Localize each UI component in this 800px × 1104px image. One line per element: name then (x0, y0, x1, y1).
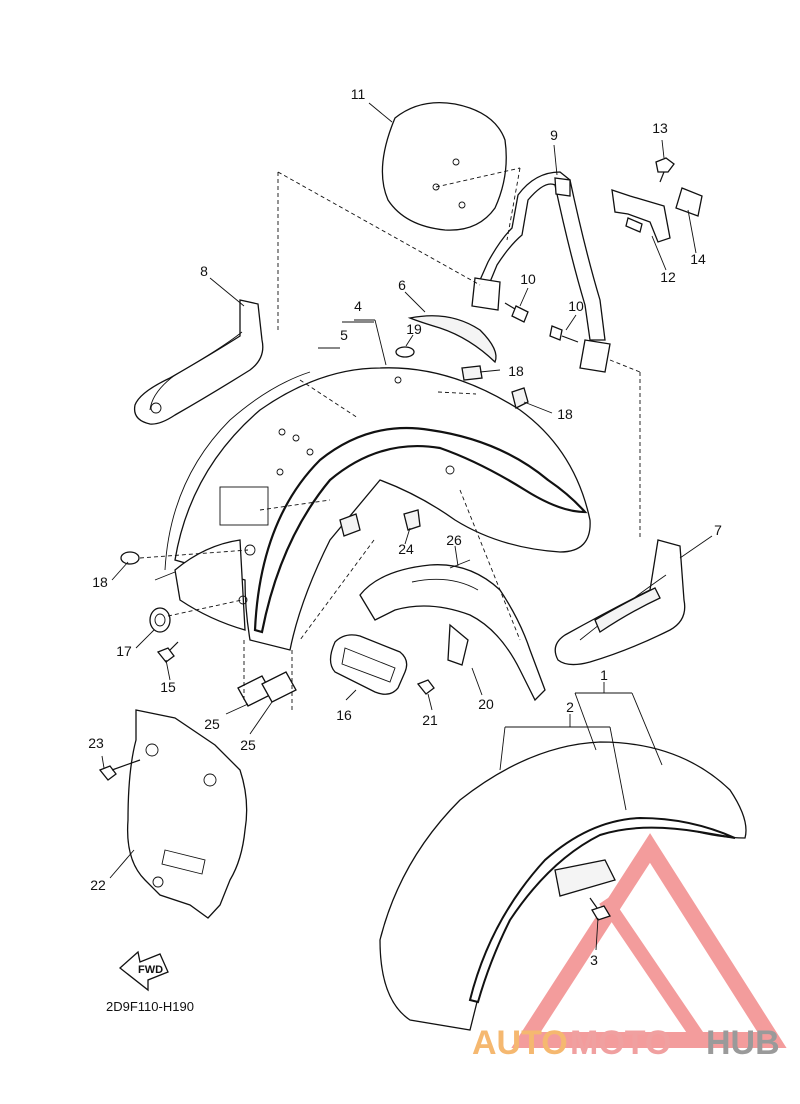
bolt-23 (98, 759, 141, 781)
callout-9: 9 (550, 127, 558, 143)
bracket-12 (611, 189, 671, 243)
callout-18-c: 18 (92, 574, 108, 590)
callout-20: 20 (478, 696, 494, 712)
watermark-auto: AUTO (472, 1024, 568, 1062)
bolt-13 (655, 157, 675, 183)
callout-7: 7 (714, 522, 722, 538)
callout-26: 26 (446, 532, 462, 548)
callout-14: 14 (690, 251, 706, 267)
grommet-18-c (120, 551, 140, 565)
clip-26 (449, 559, 471, 569)
fwd-arrow: FWD (118, 950, 169, 992)
callout-4: 4 (354, 298, 362, 314)
watermark-logo (511, 833, 787, 1048)
callout-3: 3 (590, 952, 598, 968)
inner-fender-20 (359, 564, 546, 702)
front-fender (379, 741, 747, 1031)
watermark-hub: HUB (706, 1024, 780, 1062)
block-14 (675, 187, 703, 217)
strut-7 (554, 539, 686, 666)
callout-10-left: 10 (520, 271, 536, 287)
watermark-text: AUTO MOTO HUB (472, 1024, 780, 1062)
clip-24 (403, 509, 421, 531)
leader-lines (101, 102, 713, 951)
callout-12: 12 (660, 269, 676, 285)
callout-5: 5 (340, 327, 348, 343)
bolt-10-right (549, 325, 579, 343)
rear-fender (154, 367, 591, 651)
grommet-17 (149, 607, 171, 633)
callout-18-a: 18 (508, 363, 524, 379)
callout-25-b: 25 (240, 737, 256, 753)
callout-22: 22 (90, 877, 106, 893)
callout-25-a: 25 (204, 716, 220, 732)
callout-16: 16 (336, 707, 352, 723)
grommet-18-b (511, 387, 529, 409)
callout-8: 8 (200, 263, 208, 279)
washer-19 (395, 346, 415, 358)
callout-19: 19 (406, 321, 422, 337)
callout-1: 1 (600, 667, 608, 683)
bolt-15 (156, 641, 179, 663)
callout-15: 15 (160, 679, 176, 695)
callout-11: 11 (351, 86, 366, 102)
callout-2: 2 (566, 699, 574, 715)
reflector-16 (329, 634, 408, 695)
callout-21: 21 (422, 712, 438, 728)
callout-18-b: 18 (557, 406, 573, 422)
callout-labels: 11 9 13 12 14 10 10 8 6 4 5 19 18 18 7 1… (88, 86, 722, 968)
callout-10-right: 10 (568, 298, 584, 314)
bolt-21 (416, 679, 435, 695)
watermark-moto: MOTO (570, 1024, 671, 1062)
strut-8 (133, 299, 264, 425)
backrest-bar (471, 171, 611, 373)
backrest-pad (381, 101, 521, 231)
callout-23: 23 (88, 735, 104, 751)
decal-25 (237, 671, 297, 707)
fender-emblem-6 (407, 315, 497, 364)
diagram-code: 2D9F110-H190 (106, 999, 194, 1014)
grommet-18-a (461, 365, 483, 381)
side-cover-22 (126, 709, 248, 919)
fwd-label: FWD (138, 964, 163, 976)
bolt-10-left (504, 302, 529, 323)
callout-13: 13 (652, 120, 668, 136)
bolt-3 (591, 905, 611, 921)
callout-6: 6 (398, 277, 406, 293)
callout-24: 24 (398, 541, 414, 557)
callout-17: 17 (116, 643, 132, 659)
